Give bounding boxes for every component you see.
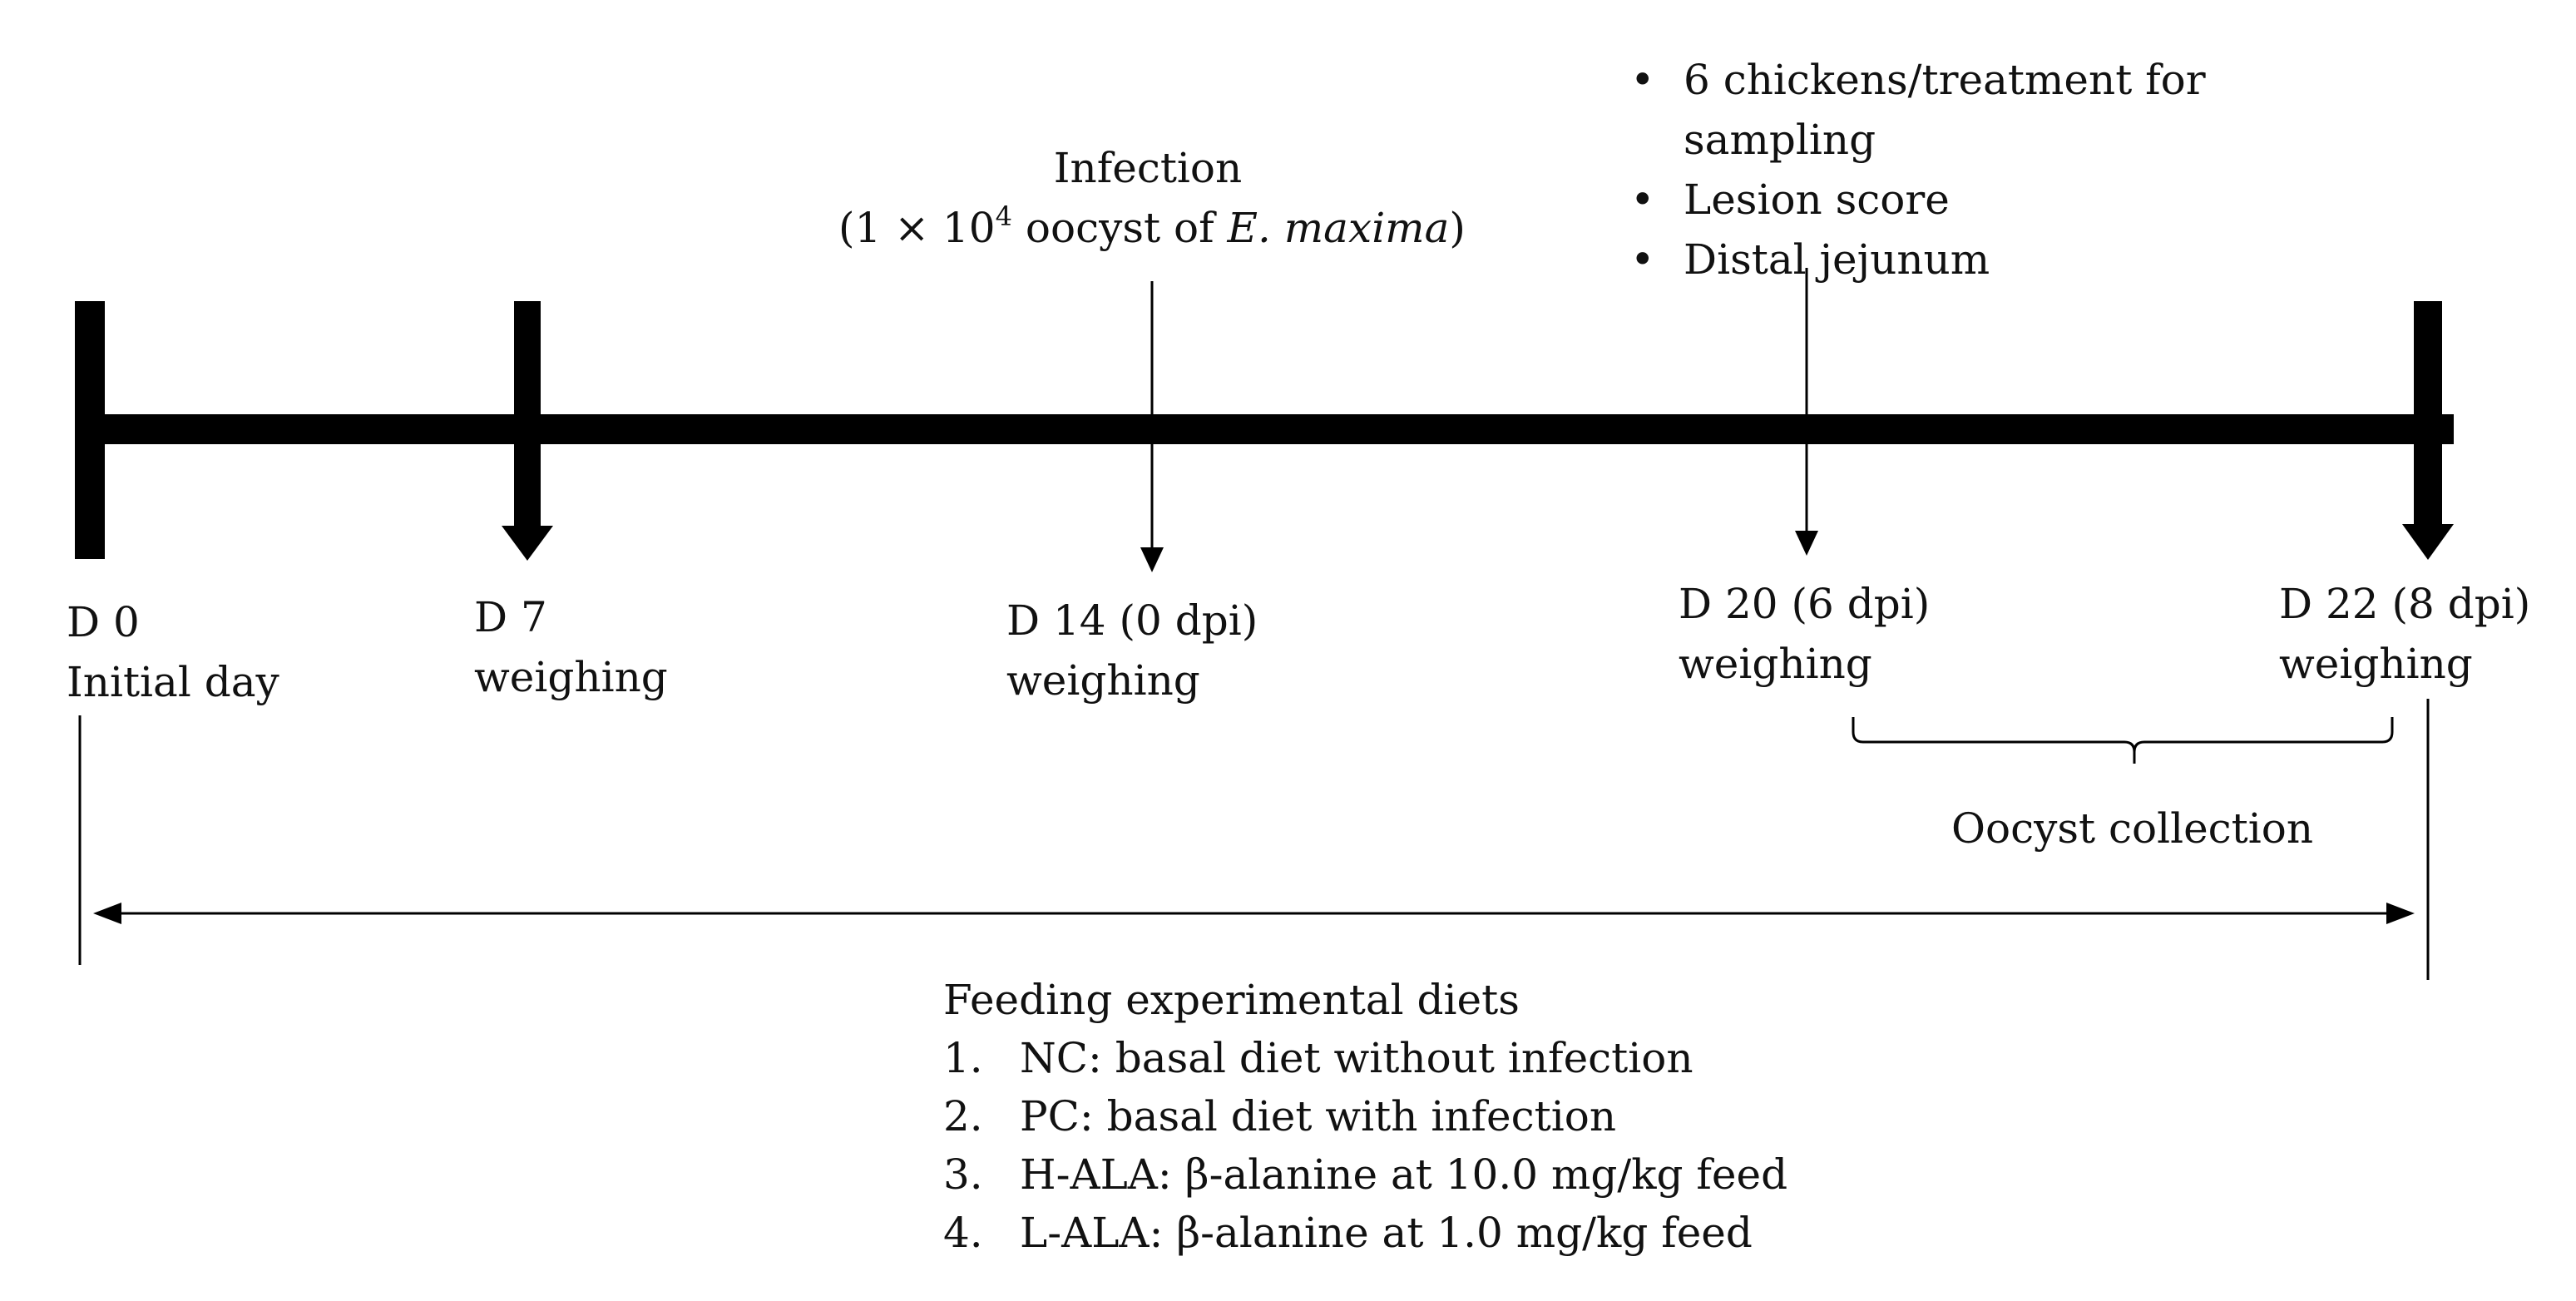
distal-jejunum-note: •Distal jejunum — [1630, 230, 1990, 289]
dose-exponent: 4 — [995, 200, 1012, 232]
infection-title: Infection — [1053, 144, 1243, 192]
d7-weighing-arrowhead — [502, 526, 553, 561]
sampling-arrowhead — [1795, 531, 1818, 556]
timepoint-label-20: weighing — [1679, 640, 1872, 688]
start-tick — [75, 301, 105, 559]
timeline-bar — [83, 414, 2454, 444]
sampling-note-continued: sampling — [1684, 116, 1876, 164]
end-tick — [2414, 301, 2442, 526]
sampling-note: •6 chickens/treatment for — [1630, 50, 2206, 110]
timepoint-day-14: D 14 (0 dpi) — [1006, 596, 1258, 645]
diet-item: 4.L-ALA: β-alanine at 1.0 mg/kg feed — [943, 1209, 1753, 1257]
infection-arrowhead — [1140, 547, 1164, 572]
timepoint-label-0: Initial day — [67, 658, 279, 706]
timepoint-label-14: weighing — [1006, 656, 1200, 705]
timepoint-day-7: D 7 — [474, 593, 547, 641]
timepoint-label-7: weighing — [474, 653, 668, 701]
timepoint-day-20: D 20 (6 dpi) — [1679, 580, 1931, 628]
oocyst-collection-label: Oocyst collection — [1951, 804, 2314, 853]
oocyst-collection-brace — [1852, 717, 2394, 764]
diet-item: 1.NC: basal diet without infection — [943, 1034, 1693, 1082]
diet-item: 2.PC: basal diet with infection — [943, 1092, 1617, 1140]
d22-weighing-arrowhead — [2402, 524, 2454, 560]
timepoint-label-22: weighing — [2279, 640, 2473, 688]
lesion-score-note: •Lesion score — [1630, 170, 1950, 230]
feeding-title: Feeding experimental diets — [943, 976, 1520, 1024]
timepoint-day-22: D 22 (8 dpi) — [2279, 580, 2531, 628]
diet-item: 3.H-ALA: β-alanine at 10.0 mg/kg feed — [943, 1150, 1788, 1199]
bullet-icon: • — [1630, 176, 1655, 224]
timepoint-day-0: D 0 — [67, 598, 140, 646]
bullet-icon: • — [1630, 56, 1655, 104]
feeding-arrowhead-left — [93, 903, 121, 924]
infection-dose: (1 × 104 oocyst of E. maxima) — [838, 200, 1466, 252]
d7-weighing-arrow — [514, 301, 541, 527]
bullet-icon: • — [1630, 235, 1655, 284]
species-name: E. maxima — [1227, 204, 1450, 252]
feeding-arrowhead-right — [2386, 903, 2415, 924]
